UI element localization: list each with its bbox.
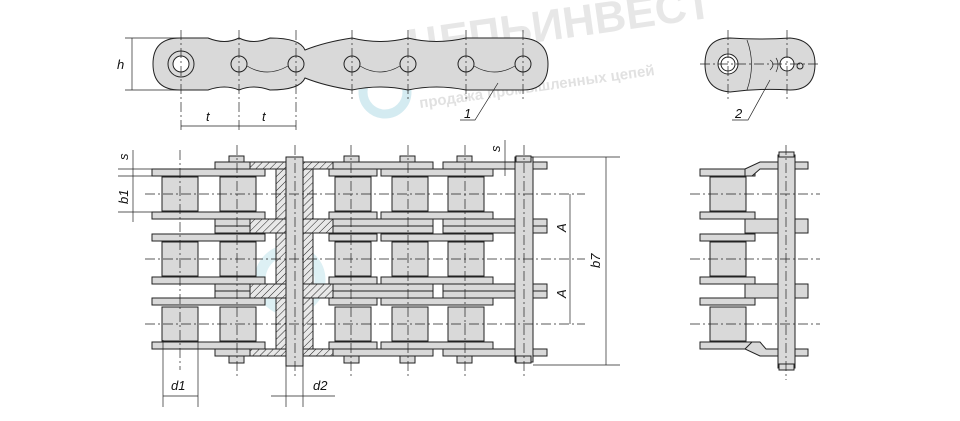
chain-plan-view: s b1 s A A b7 d1 d2 <box>116 140 620 407</box>
dim-b7-label: b7 <box>588 253 603 268</box>
dim-b1-label: b1 <box>116 190 131 204</box>
inner-plates <box>151 168 494 350</box>
pin-heads <box>228 155 532 364</box>
dim-h-label: h <box>117 57 124 72</box>
dim-d1-label: d1 <box>171 378 185 393</box>
dim-t-label-2: t <box>262 109 267 124</box>
dim-s-label: s <box>116 153 131 160</box>
dim-t-label: t <box>206 109 211 124</box>
connecting-link-view: 2 <box>700 30 820 121</box>
dim-A-label-2: A <box>554 289 569 299</box>
callout-2: 2 <box>734 106 743 121</box>
callout-1: 1 <box>464 106 471 121</box>
dim-d2-label: d2 <box>313 378 328 393</box>
pin-sectioned <box>285 156 304 367</box>
dim-s-label-right: s <box>488 145 503 152</box>
chain-side-view: h t t 1 <box>117 30 549 130</box>
connecting-link-plan-view <box>690 145 820 380</box>
dim-A-label: A <box>554 223 569 233</box>
